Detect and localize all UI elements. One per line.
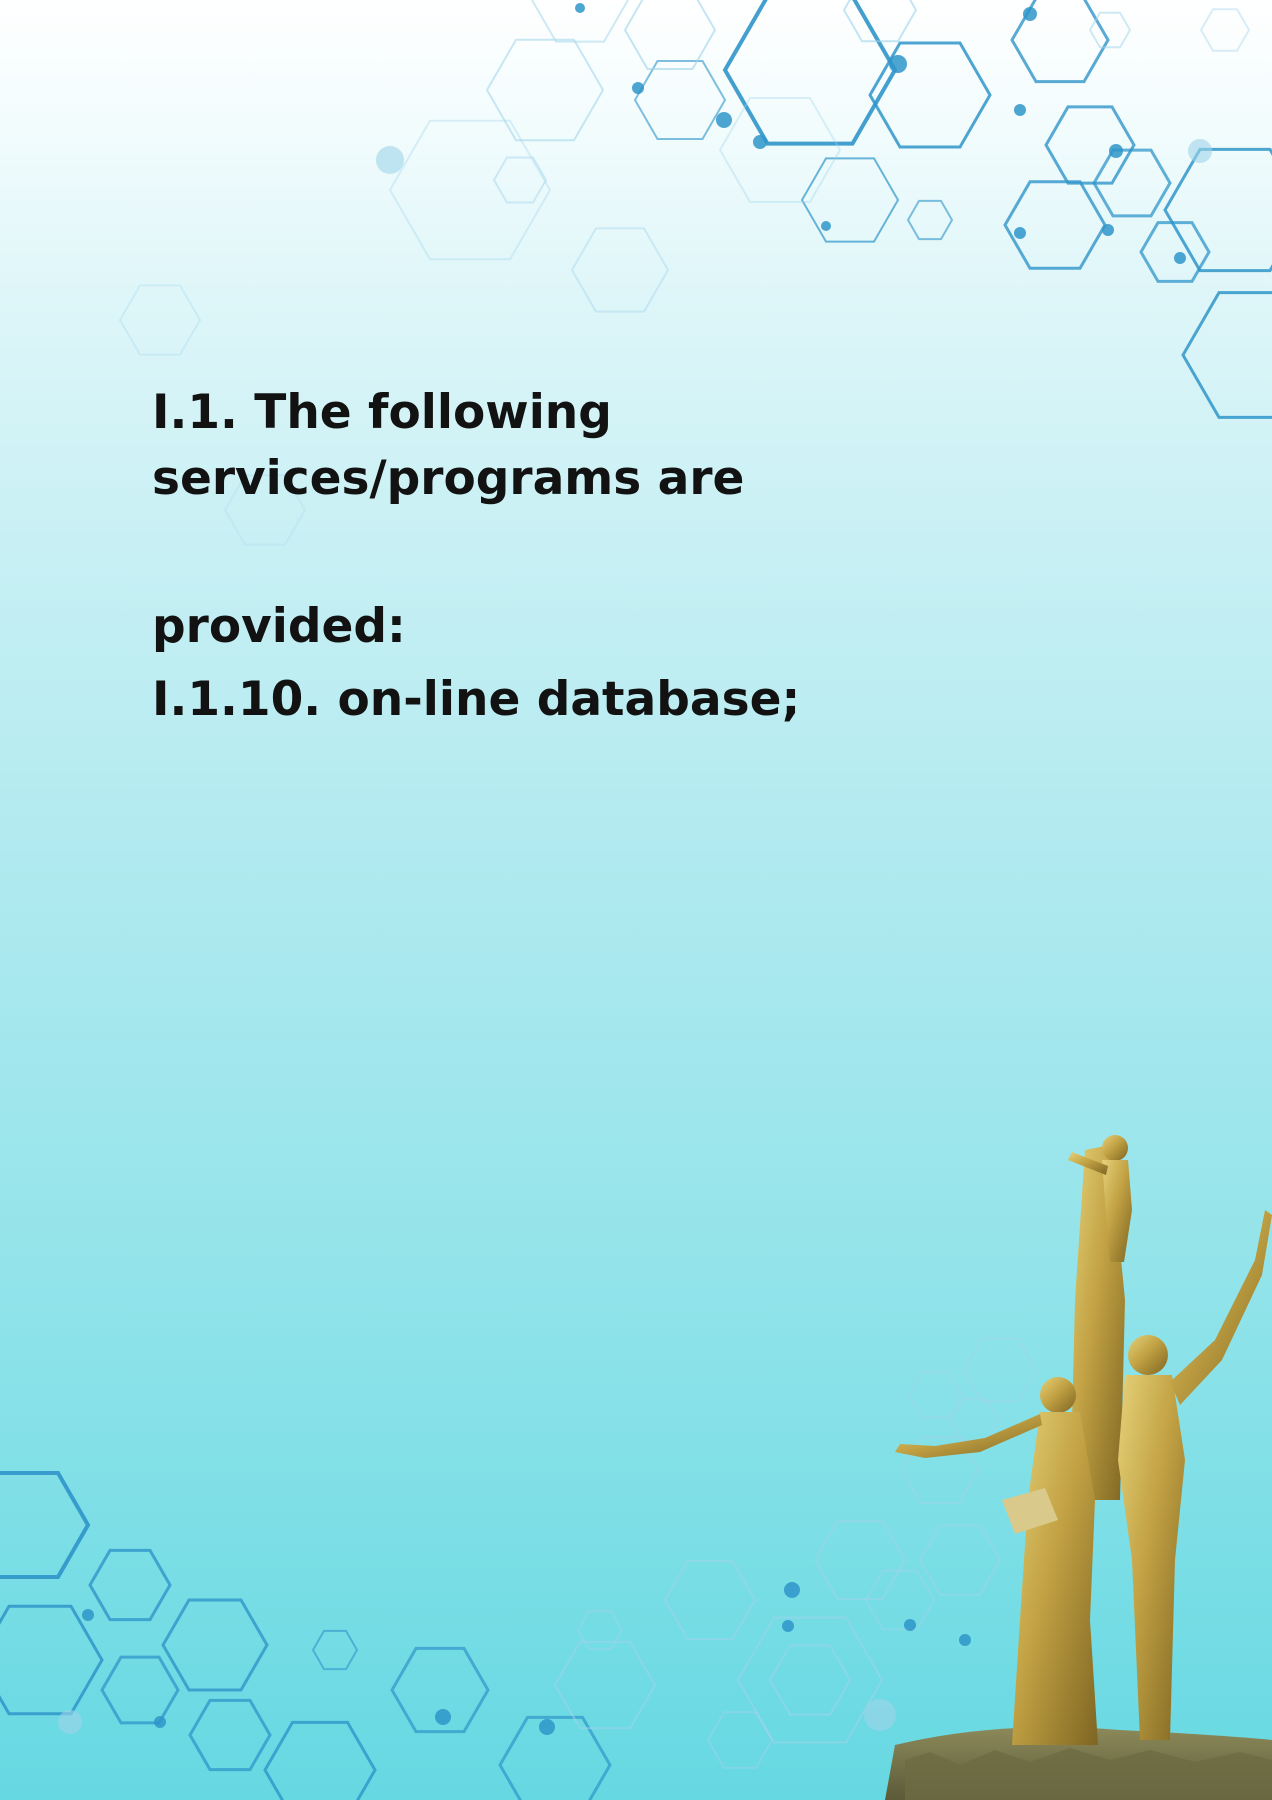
node-dot xyxy=(904,1619,916,1631)
hexagon-shape xyxy=(1139,221,1211,283)
node-dot xyxy=(716,112,732,128)
hexagon-shape xyxy=(492,156,548,204)
node-dot xyxy=(782,1620,794,1632)
hexagon-shape xyxy=(842,0,918,43)
hexagon-shape xyxy=(390,1646,490,1734)
node-dot xyxy=(1014,104,1026,116)
hexagon-shape xyxy=(962,1337,1038,1403)
node-dot xyxy=(1174,252,1186,264)
node-dot xyxy=(376,146,404,174)
hexagon-shape xyxy=(768,1644,852,1716)
hexagon-shape xyxy=(623,0,717,70)
node-dot xyxy=(435,1709,451,1725)
node-dot xyxy=(784,1582,800,1598)
node-dot xyxy=(1109,144,1123,158)
hexagon-shape xyxy=(1163,147,1272,273)
node-dot xyxy=(753,135,767,149)
hexagon-shape xyxy=(576,1609,624,1651)
hexagon-shape xyxy=(223,474,307,546)
node-dot xyxy=(82,1609,94,1621)
hexagon-shape xyxy=(900,1436,980,1504)
hexagon-shape xyxy=(553,1640,657,1730)
hexagon-shape xyxy=(722,0,898,146)
node-dot xyxy=(58,1710,82,1734)
node-dot xyxy=(632,82,644,94)
hexagon-shape xyxy=(388,119,552,261)
node-dot xyxy=(154,1716,166,1728)
hexagon-shape xyxy=(633,60,727,140)
hexagon-shape xyxy=(0,1471,91,1579)
hexagon-shape xyxy=(188,1698,272,1772)
node-dot xyxy=(864,1699,896,1731)
hexagon-shape xyxy=(718,97,842,203)
node-dot xyxy=(575,3,585,13)
hexagon-shape xyxy=(663,1560,757,1640)
hexagon-shape xyxy=(736,1616,884,1744)
text-line-2: services/programs are xyxy=(152,451,745,506)
hexagon-shape xyxy=(485,38,605,142)
hexagon-shape xyxy=(1181,291,1272,419)
node-dot xyxy=(1102,224,1114,236)
hexagon-shape xyxy=(118,284,202,356)
hexagon-shape xyxy=(311,1629,359,1671)
hexagon-shape xyxy=(706,1711,774,1769)
hexagon-shape xyxy=(1044,105,1136,185)
hexagon-shape xyxy=(570,227,670,313)
body-text: I.1. The following services/programs are… xyxy=(152,380,852,733)
node-dot xyxy=(1023,7,1037,21)
node-dot xyxy=(1188,139,1212,163)
node-dot xyxy=(821,221,831,231)
node-dot xyxy=(539,1719,555,1735)
hexagon-shape xyxy=(1003,180,1107,270)
hexagon-shape xyxy=(1010,0,1110,84)
node-dot xyxy=(959,1634,971,1646)
node-dot xyxy=(889,55,907,73)
hexagon-shape xyxy=(907,1371,963,1419)
hexagon-shape xyxy=(263,1720,377,1800)
node-dot xyxy=(1014,227,1026,239)
hexagon-shape xyxy=(530,0,630,43)
hexagon-shape xyxy=(1199,8,1251,52)
hexagon-shape xyxy=(1088,11,1132,49)
text-line-3: provided: xyxy=(152,599,406,654)
hexagon-shape xyxy=(868,41,992,149)
hexagon-shape xyxy=(813,1520,907,1600)
hexagon-shape xyxy=(864,1569,936,1631)
hexagon-shape xyxy=(88,1548,172,1622)
hexagon-shape xyxy=(498,1715,612,1800)
text-line-1: I.1. The following xyxy=(152,385,612,440)
hexagon-shape xyxy=(161,1598,269,1692)
hexagon-shape xyxy=(800,157,900,243)
hexagon-shape xyxy=(1092,148,1172,218)
hexagon-shape xyxy=(906,199,954,241)
text-line-4: I.1.10. on-line database; xyxy=(152,672,801,727)
hexagon-shape xyxy=(918,1524,1002,1596)
